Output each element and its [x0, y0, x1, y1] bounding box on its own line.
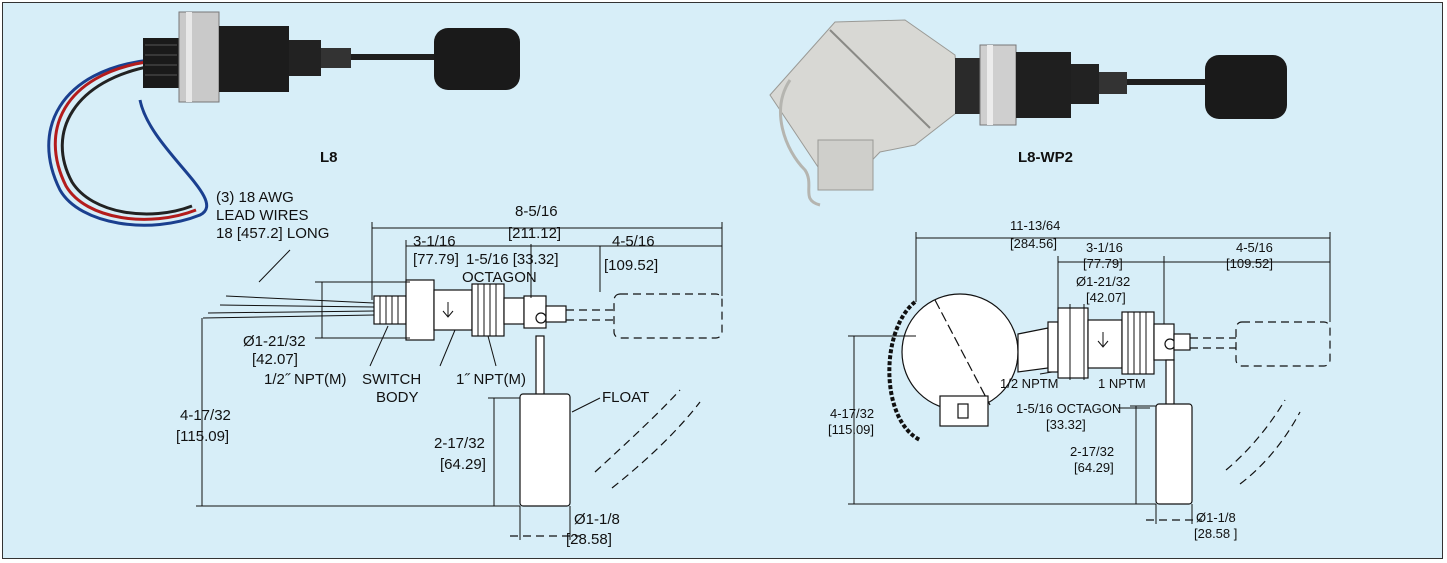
- svg-text:18 [457.2] LONG: 18 [457.2] LONG: [216, 225, 329, 242]
- l8-body-len-mm: [77.79]: [413, 251, 459, 268]
- l8wp2-height: 4-17/32: [830, 406, 874, 421]
- l8-lead-wires-line1: (3) 18 AWG: [216, 189, 294, 206]
- l8-octagon: 1-5/16 [33.32]: [466, 251, 559, 268]
- l8-float-dia: Ø1-1/8: [574, 511, 620, 528]
- l8-npt-one: 1˝ NPT(M): [456, 371, 526, 388]
- l8wp2-photo: [769, 19, 1287, 207]
- l8-body-len: 3-1/16: [413, 233, 456, 250]
- l8-overall-len: 8-5/16: [515, 203, 558, 220]
- l8-dia-mm: [42.07]: [252, 351, 298, 368]
- l8-lead-wires-line3: 18 [457.2] LONG: [216, 225, 329, 242]
- l8wp2-float-drop: 2-17/32: [1070, 444, 1114, 459]
- l8wp2-drawing: [848, 232, 1331, 524]
- l8wp2-body-len: 3-1/16: [1086, 240, 1123, 255]
- l8wp2-octagon-mm: [33.32]: [1046, 417, 1086, 432]
- l8-switch-body: SWITCH: [362, 371, 421, 388]
- l8-npt-half: 1/2˝ NPT(M): [264, 371, 347, 388]
- l8wp2-float-dia-mm: [28.58 ]: [1194, 526, 1237, 541]
- l8-height-mm: [115.09]: [176, 428, 229, 445]
- l8-float-len-mm: [109.52]: [604, 257, 658, 274]
- l8wp2-height-mm: [115.09]: [828, 422, 874, 437]
- l8-height: 4-17/32: [180, 407, 231, 424]
- l8wp2-float-len: 4-5/16: [1236, 240, 1273, 255]
- l8-caption: L8: [320, 149, 338, 166]
- l8wp2-caption: L8-WP2: [1018, 149, 1073, 166]
- l8-float-drop-mm: [64.29]: [440, 456, 486, 473]
- l8-octagon-label: OCTAGON: [462, 269, 537, 286]
- l8wp2-float-drop-mm: [64.29]: [1074, 460, 1114, 475]
- l8-lead-wires-line2: LEAD WIRES: [216, 207, 309, 224]
- l8wp2-dia: Ø1-21/32: [1076, 274, 1130, 289]
- l8-float-len: 4-5/16: [612, 233, 655, 250]
- l8wp2-npt-one: 1 NPTM: [1098, 376, 1146, 391]
- l8-float-dia-mm: [28.58]: [566, 531, 612, 548]
- l8-photo: [47, 11, 520, 227]
- l8wp2-dia-mm: [42.07]: [1086, 290, 1126, 305]
- svg-text:(3) 18 AWG: (3) 18 AWG: [216, 189, 294, 206]
- l8wp2-octagon: 1-5/16 OCTAGON: [1016, 401, 1121, 416]
- l8wp2-overall-len: 11-13/64: [1010, 218, 1060, 233]
- svg-text:LEAD WIRES: LEAD WIRES: [216, 207, 309, 224]
- l8wp2-body-len-mm: [77.79]: [1083, 256, 1123, 271]
- l8wp2-float-dia: Ø1-1/8: [1196, 510, 1236, 525]
- l8-dia: Ø1-21/32: [243, 333, 306, 350]
- l8wp2-float-len-mm: [109.52]: [1226, 256, 1273, 271]
- l8wp2-npt-half: 1/2 NPTM: [1000, 376, 1059, 391]
- l8wp2-overall-len-mm: [284.56]: [1010, 236, 1057, 251]
- l8-overall-len-mm: [211.12]: [508, 225, 561, 242]
- l8-switch-body-2: BODY: [376, 389, 419, 406]
- l8-float-label: FLOAT: [602, 389, 649, 406]
- l8-drawing: [196, 222, 723, 540]
- l8-float-drop: 2-17/32: [434, 435, 485, 452]
